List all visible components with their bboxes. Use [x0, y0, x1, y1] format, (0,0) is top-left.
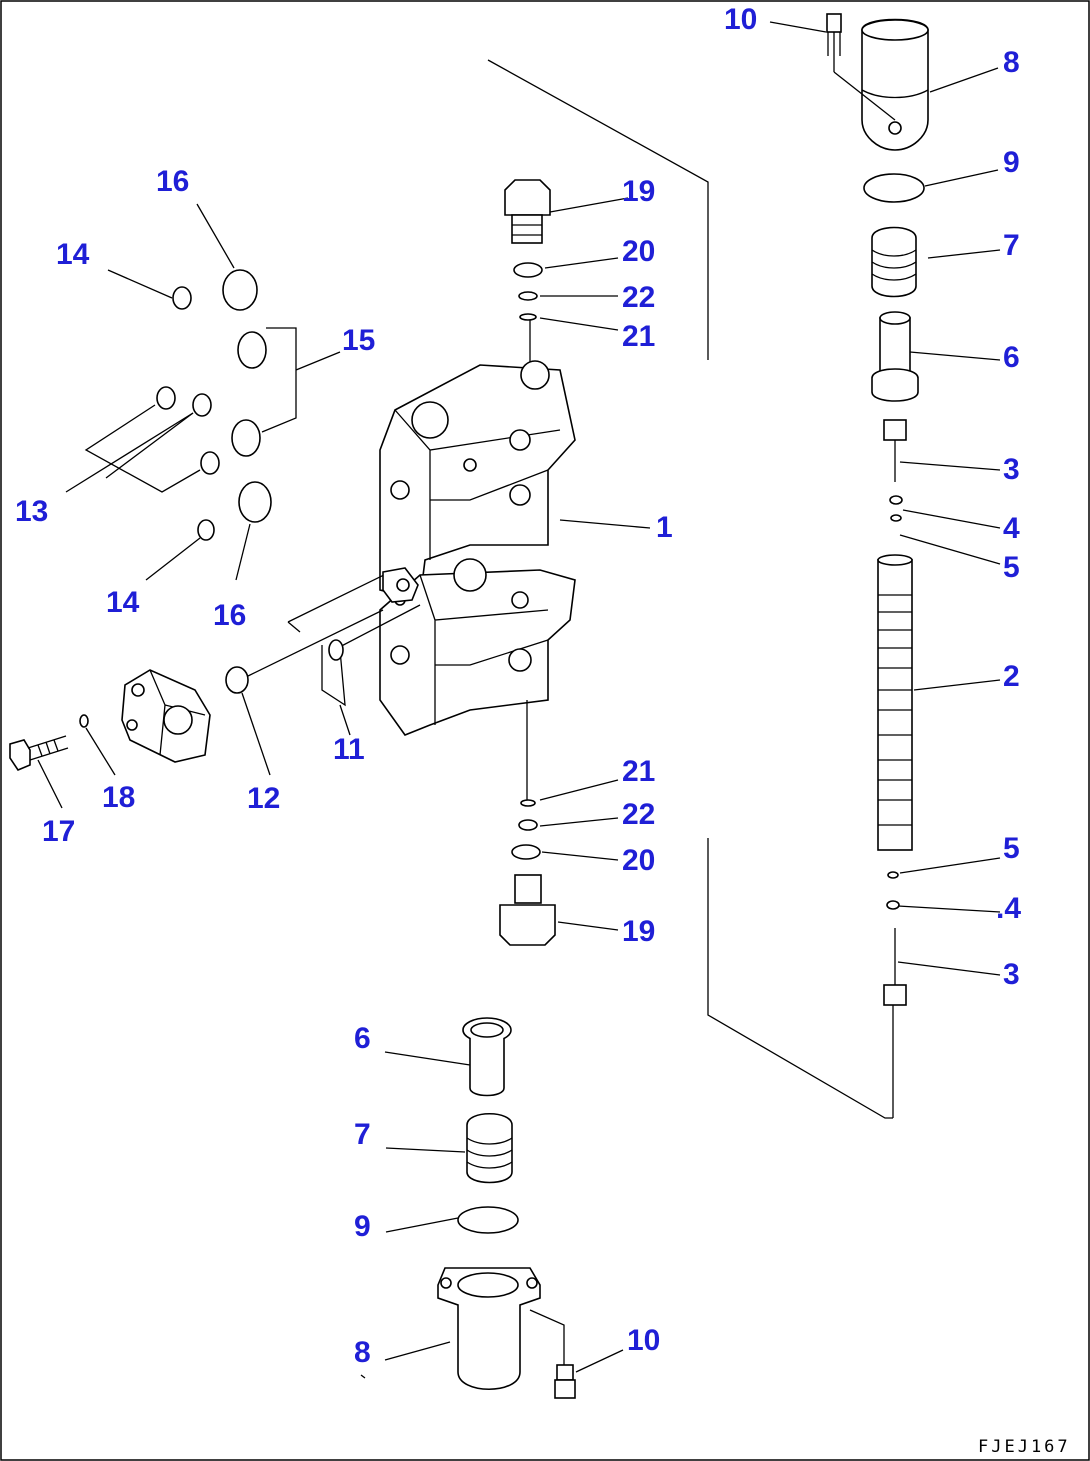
lower-guide-line: [707, 838, 893, 1119]
lower-bolt-10: [529, 1309, 576, 1399]
callout-16-lower: 16: [213, 599, 246, 632]
callout-20-lower: 20: [622, 844, 655, 877]
upper-cap-8: [861, 18, 929, 151]
o-ring-15-b: [231, 419, 261, 457]
o-ring-12: [225, 666, 249, 694]
callout-20-upper: 20: [622, 235, 655, 268]
o-ring-12-axis: [247, 609, 384, 677]
upper-ring-21: [519, 313, 537, 321]
lower-o-ring-16: [238, 481, 272, 523]
callout-5-upper: 5: [1003, 551, 1020, 584]
drawing-code: FJEJ167: [978, 1437, 1071, 1457]
lower-ring-20: [511, 844, 541, 860]
callout-7-lower: 7: [354, 1118, 371, 1151]
callout-2: 2: [1003, 660, 1020, 693]
o-ring-13-b: [192, 393, 212, 417]
upper-spring-7: [871, 226, 917, 298]
upper-washer-4: [889, 495, 903, 505]
callout-4-lower: .4: [996, 892, 1021, 925]
upper-guide-line: [487, 59, 709, 360]
lower-spring-7: [466, 1113, 513, 1184]
callout-14-lower: 14: [106, 586, 140, 619]
callout-18: 18: [102, 781, 135, 814]
callout-14-upper: 14: [56, 238, 90, 271]
valve-body-1: [379, 360, 576, 736]
lower-stopper-3: [883, 928, 907, 1118]
upper-plug-14: [172, 286, 192, 310]
callout-16-upper: 16: [156, 165, 189, 198]
callout-4-upper: 4: [1003, 512, 1020, 545]
callout-6-upper: 6: [1003, 341, 1020, 374]
bracket-11: [287, 571, 421, 707]
bolt-17: [9, 735, 69, 771]
lower-o-ring-9: [457, 1206, 519, 1234]
callout-labels: 10 8 9 7 6 3 4 5 2 5 .4 3 1 19 20 22 21 …: [15, 3, 1021, 1369]
upper-plug-19: [504, 179, 551, 244]
upper-o-ring-9: [863, 173, 925, 203]
upper-stopper-3: [883, 419, 907, 482]
upper-ring-22: [518, 291, 538, 301]
lower-ring-5: [887, 871, 899, 879]
callout-6-lower: 6: [354, 1022, 371, 1055]
washer-18: [79, 714, 89, 728]
callout-13: 13: [15, 495, 48, 528]
callout-11: 11: [333, 733, 365, 766]
callout-12: 12: [247, 782, 280, 815]
callout-8-lower: 8: [354, 1336, 371, 1369]
small-block-11: [382, 567, 419, 603]
callout-19-upper: 19: [622, 175, 655, 208]
lower-washer-4: [886, 900, 900, 910]
lower-plug-19: [499, 874, 556, 946]
upper-o-ring-16: [222, 269, 258, 311]
callout-3-upper: 3: [1003, 453, 1020, 486]
upper-retainer-6: [871, 311, 919, 402]
callout-9-lower: 9: [354, 1210, 371, 1243]
lower-ring-22: [518, 819, 538, 831]
bracket-15: [261, 327, 341, 433]
callout-10-lower: 10: [627, 1324, 660, 1357]
upper-bolt-10: [826, 13, 896, 121]
callout-1: 1: [656, 511, 673, 544]
callout-9-upper: 9: [1003, 146, 1020, 179]
callout-7-upper: 7: [1003, 229, 1020, 262]
callout-17: 17: [42, 815, 75, 848]
callout-19-lower: 19: [622, 915, 655, 948]
lower-plug-14: [197, 519, 215, 541]
callout-5-lower: 5: [1003, 832, 1020, 865]
callout-3-lower: 3: [1003, 958, 1020, 991]
pin-11: [328, 639, 344, 661]
lower-ring-21: [520, 799, 536, 807]
cover-block: [121, 669, 211, 763]
o-ring-13-a: [156, 386, 176, 410]
callout-15: 15: [342, 324, 375, 357]
bracket-13: [84, 404, 201, 493]
lower-retainer-6: [462, 1017, 512, 1097]
callout-8-upper: 8: [1003, 46, 1020, 79]
callout-10-upper: 10: [724, 3, 757, 36]
o-ring-13-c: [200, 451, 220, 475]
callout-21-upper: 21: [622, 320, 655, 353]
callout-22-lower: 22: [622, 798, 655, 831]
lower-cap-8: [437, 1267, 541, 1390]
spool-2: [877, 554, 913, 851]
callout-22-upper: 22: [622, 281, 655, 314]
upper-ring-20: [513, 262, 543, 278]
leader-lines: [37, 21, 1001, 1379]
callout-21-lower: 21: [622, 755, 655, 788]
o-ring-15-a: [237, 331, 267, 369]
upper-ring-5: [890, 514, 902, 522]
